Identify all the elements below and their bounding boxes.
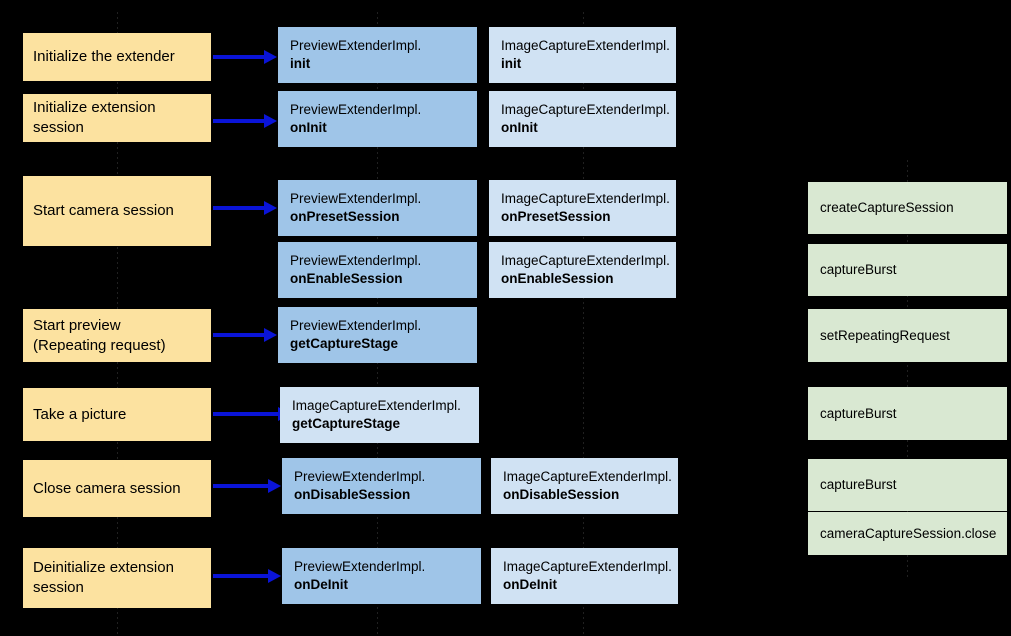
method-name-label: onEnableSession	[290, 271, 403, 286]
method-name-label: onDeInit	[294, 577, 348, 592]
class-name-label: PreviewExtenderImpl.	[290, 318, 422, 334]
stage-box-start-camera-session[interactable]: Start camera session	[23, 176, 211, 246]
stage-label: Initialize the extender	[33, 48, 175, 66]
class-name-label: ImageCaptureExtenderImpl.	[292, 398, 461, 414]
arrow-shaft	[213, 55, 265, 59]
method-name-label: init	[290, 56, 311, 71]
stage-label: Start camera session	[33, 202, 174, 220]
stage-label: Close camera session	[33, 479, 181, 497]
arrow-shaft	[213, 206, 265, 210]
api-call-label: createCaptureSession	[820, 200, 954, 216]
api-call-label: cameraCaptureSession.close	[820, 525, 997, 541]
image-capture-extender-box-onpresetsession[interactable]: ImageCaptureExtenderImpl. onPresetSessio…	[489, 180, 676, 236]
api-call-label: captureBurst	[820, 477, 897, 493]
class-name-label: ImageCaptureExtenderImpl.	[503, 559, 672, 575]
image-capture-extender-box-oninit[interactable]: ImageCaptureExtenderImpl. onInit	[489, 91, 676, 147]
class-name-label: PreviewExtenderImpl.	[294, 469, 426, 485]
arrow-shaft	[213, 574, 269, 578]
stage-label: Start preview (Repeating request)	[33, 316, 166, 354]
stage-box-initialize-extension-session[interactable]: Initialize extension session	[23, 94, 211, 142]
preview-extender-box-oninit[interactable]: PreviewExtenderImpl. onInit	[278, 91, 477, 147]
class-name-label: PreviewExtenderImpl.	[290, 102, 422, 118]
method-name-label: getCaptureStage	[292, 416, 401, 431]
class-name-label: PreviewExtenderImpl.	[294, 559, 426, 575]
arrow-head	[268, 569, 281, 583]
camera2-api-box-cameracapturesession-close[interactable]: cameraCaptureSession.close	[808, 512, 1007, 555]
preview-extender-box-ondeinit[interactable]: PreviewExtenderImpl. onDeInit	[282, 548, 481, 604]
preview-extender-box-ondisablesession[interactable]: PreviewExtenderImpl. onDisableSession	[282, 458, 481, 514]
arrow-head	[264, 201, 277, 215]
class-name-label: ImageCaptureExtenderImpl.	[501, 38, 670, 54]
api-call-label: captureBurst	[820, 405, 897, 421]
camera2-api-box-setrepeatingrequest[interactable]: setRepeatingRequest	[808, 309, 1007, 362]
stage-box-close-camera-session[interactable]: Close camera session	[23, 460, 211, 517]
class-name-label: ImageCaptureExtenderImpl.	[501, 102, 670, 118]
arrow-head	[264, 328, 277, 342]
camera2-api-box-createcapturesession[interactable]: createCaptureSession	[808, 182, 1007, 234]
api-call-label: setRepeatingRequest	[820, 327, 950, 343]
preview-extender-box-onpresetsession[interactable]: PreviewExtenderImpl. onPresetSession	[278, 180, 477, 236]
arrow-shaft	[213, 119, 265, 123]
stage-label: Initialize extension session	[33, 99, 156, 136]
method-name-label: init	[501, 56, 522, 71]
image-capture-extender-box-ondeinit[interactable]: ImageCaptureExtenderImpl. onDeInit	[491, 548, 678, 604]
arrow-shaft	[213, 484, 269, 488]
method-name-label: onEnableSession	[501, 271, 614, 286]
image-capture-extender-box-ondisablesession[interactable]: ImageCaptureExtenderImpl. onDisableSessi…	[491, 458, 678, 514]
camera2-api-box-captureburst-2[interactable]: captureBurst	[808, 387, 1007, 440]
method-name-label: getCaptureStage	[290, 336, 399, 351]
image-capture-extender-box-onenablesession[interactable]: ImageCaptureExtenderImpl. onEnableSessio…	[489, 242, 676, 298]
stage-label: Deinitialize extension session	[33, 559, 174, 596]
guide-line	[907, 160, 908, 580]
guide-line	[583, 12, 584, 636]
camera2-api-box-captureburst-3[interactable]: captureBurst	[808, 459, 1007, 511]
method-name-label: onPresetSession	[290, 209, 400, 224]
method-name-label: onPresetSession	[501, 209, 611, 224]
camera2-api-box-captureburst-1[interactable]: captureBurst	[808, 244, 1007, 296]
arrow-head	[264, 114, 277, 128]
arrow-shaft	[213, 333, 265, 337]
method-name-label: onDeInit	[503, 577, 557, 592]
stage-label: Take a picture	[33, 405, 127, 423]
stage-box-take-a-picture[interactable]: Take a picture	[23, 388, 211, 441]
image-capture-extender-box-getcapturestage[interactable]: ImageCaptureExtenderImpl. getCaptureStag…	[280, 387, 479, 443]
method-name-label: onDisableSession	[503, 487, 620, 502]
method-name-label: onDisableSession	[294, 487, 411, 502]
api-call-label: captureBurst	[820, 262, 897, 278]
class-name-label: PreviewExtenderImpl.	[290, 253, 422, 269]
preview-extender-box-onenablesession[interactable]: PreviewExtenderImpl. onEnableSession	[278, 242, 477, 298]
class-name-label: ImageCaptureExtenderImpl.	[501, 191, 670, 207]
class-name-label: ImageCaptureExtenderImpl.	[503, 469, 672, 485]
stage-box-initialize-the-extender[interactable]: Initialize the extender	[23, 33, 211, 81]
method-name-label: onInit	[501, 120, 538, 135]
arrow-head	[268, 479, 281, 493]
image-capture-extender-box-init[interactable]: ImageCaptureExtenderImpl. init	[489, 27, 676, 83]
arrow-shaft	[213, 412, 279, 416]
stage-box-start-preview[interactable]: Start preview (Repeating request)	[23, 309, 211, 362]
class-name-label: PreviewExtenderImpl.	[290, 191, 422, 207]
class-name-label: PreviewExtenderImpl.	[290, 38, 422, 54]
preview-extender-box-getcapturestage[interactable]: PreviewExtenderImpl. getCaptureStage	[278, 307, 477, 363]
method-name-label: onInit	[290, 120, 327, 135]
arrow-head	[264, 50, 277, 64]
preview-extender-box-init[interactable]: PreviewExtenderImpl. init	[278, 27, 477, 83]
class-name-label: ImageCaptureExtenderImpl.	[501, 253, 670, 269]
stage-box-deinitialize-extension-session[interactable]: Deinitialize extension session	[23, 548, 211, 608]
